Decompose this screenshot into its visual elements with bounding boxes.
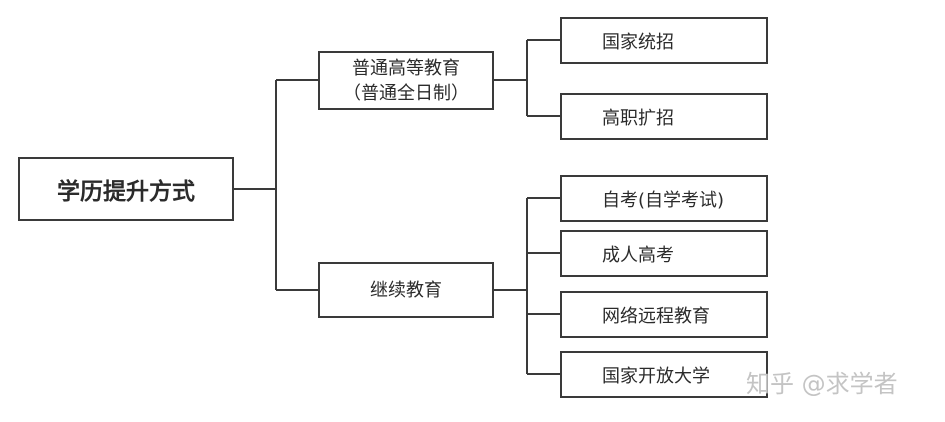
leaf-node-adult-college-exam: 成人高考 [560,230,768,277]
leaf-label: 成人高考 [602,244,674,266]
leaf-label: 自考(自学考试) [602,189,725,211]
branch-label-line2: （普通全日制） [343,82,469,104]
branch-label: 继续教育 [370,279,442,301]
watermark-text: 知乎 @求学者 [746,370,898,398]
leaf-label: 国家开放大学 [602,365,710,387]
leaf-node-vocational-expansion: 高职扩招 [560,93,768,140]
root-node: 学历提升方式 [18,157,234,221]
leaf-node-self-study-exam: 自考(自学考试) [560,175,768,222]
leaf-label: 网络远程教育 [602,305,710,327]
root-label: 学历提升方式 [57,179,195,205]
leaf-label: 国家统招 [602,31,674,53]
leaf-node-open-university: 国家开放大学 [560,351,768,398]
branch-node-regular-education: 普通高等教育 （普通全日制） [318,51,494,110]
branch-label-line1: 普通高等教育 [352,57,460,79]
branch-node-continuing-education: 继续教育 [318,262,494,318]
leaf-label: 高职扩招 [602,107,674,129]
leaf-node-online-distance-education: 网络远程教育 [560,291,768,338]
leaf-node-national-admission: 国家统招 [560,17,768,64]
